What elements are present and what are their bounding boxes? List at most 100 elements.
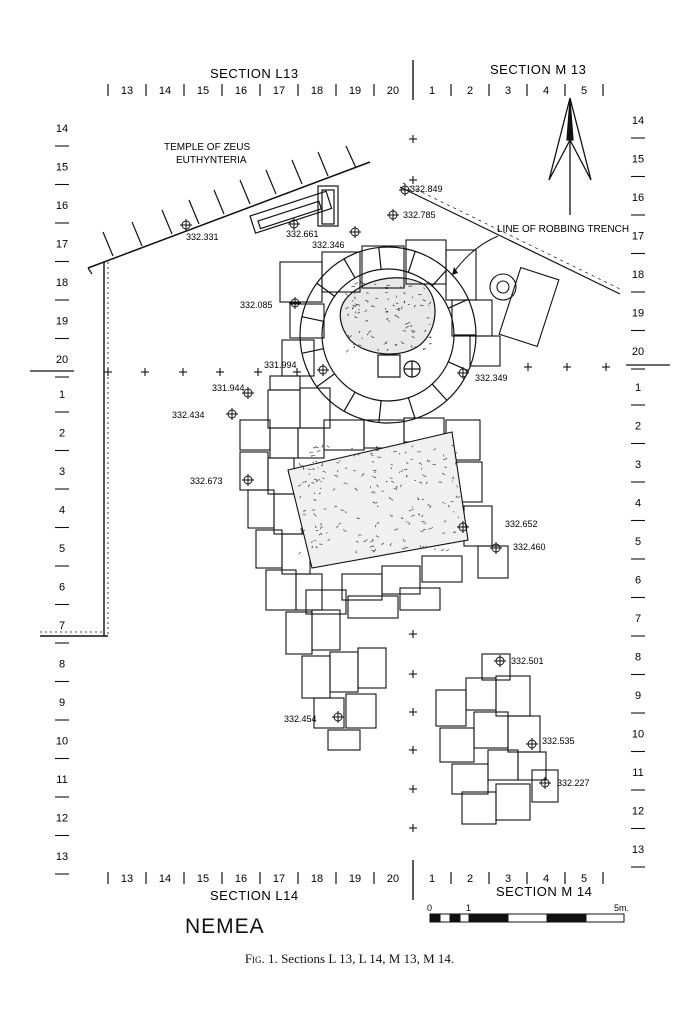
foundation-blocks [239,239,509,751]
robbing-trench-line [399,182,623,295]
elevation-label-e3: 332.331 [186,232,219,242]
top-tick-20: 20 [387,85,399,97]
south-block-group [435,653,559,825]
right-tick-l4: 4 [635,498,641,510]
left-tick-u15: 15 [56,162,68,174]
left-tick-u14: 14 [56,123,68,135]
top-tick-r2: 2 [467,85,473,97]
elevation-label-e16: 332.535 [542,736,575,746]
elevation-marker-e3: 332.331 [180,219,219,242]
elevation-label-e12: 332.652 [505,519,538,529]
column-drum [489,266,560,348]
elevation-label-e11: 332.673 [190,476,223,486]
elevation-label-e6: 332.085 [240,300,273,310]
section-label-top-right: SECTION M 13 [490,62,586,77]
right-tick-u20: 20 [632,346,644,358]
right-tick-l12: 12 [632,806,644,818]
elevation-marker-e14: 332.501 [494,655,544,667]
temple-label: TEMPLE OF ZEUS [164,142,250,153]
right-tick-l2: 2 [635,421,641,433]
temple-euthynteria [87,145,371,275]
left-tick-l9: 9 [59,697,65,709]
figure-caption: Fig. 1. Sections L 13, L 14, M 13, M 14. [0,951,699,967]
right-tick-l10: 10 [632,729,644,741]
bottom-tick-19: 19 [349,873,361,885]
left-tick-l8: 8 [59,659,65,671]
elevation-label-e7: 331.994 [264,360,297,370]
elevation-marker-e5: 332.346 [312,226,361,250]
euthynteria-label: EUTHYNTERIA [176,155,247,166]
right-tick-u18: 18 [632,269,644,281]
right-tick-l8: 8 [635,652,641,664]
top-tick-15: 15 [197,85,209,97]
elevation-marker-e7: 331.994 [264,360,329,376]
right-tick-u17: 17 [632,231,644,243]
left-tick-l2: 2 [59,428,65,440]
top-tick-r4: 4 [543,85,549,97]
left-tick-l5: 5 [59,543,65,555]
left-tick-u20: 20 [56,354,68,366]
right-tick-u14: 14 [632,115,644,127]
elevation-label-e1: 332.849 [410,184,443,194]
bottom-tick-r1: 1 [429,873,435,885]
right-tick-l7: 7 [635,613,641,625]
elevation-marker-e2: 332.785 [387,209,436,221]
right-tick-l11: 11 [632,767,643,779]
elevation-label-e4: 332.661 [286,229,319,239]
left-tick-u18: 18 [56,277,68,289]
right-tick-u19: 19 [632,308,644,320]
right-tick-u15: 15 [632,154,644,166]
right-tick-l9: 9 [635,690,641,702]
right-tick-u16: 16 [632,192,644,204]
right-tick-l13: 13 [632,844,644,856]
scale-bar [429,913,625,923]
right-tick-l1: 1 [635,382,641,394]
bottom-tick-17: 17 [273,873,285,885]
left-tick-u19: 19 [56,316,68,328]
top-tick-13: 13 [121,85,133,97]
elevation-label-e13: 332.460 [513,542,546,552]
elevation-label-e2: 332.785 [403,210,436,220]
left-tick-l7: 7 [59,620,65,632]
section-label-bottom-left: SECTION L14 [210,888,299,903]
right-tick-l5: 5 [635,536,641,548]
grid-crosses [104,135,610,832]
left-tick-l6: 6 [59,582,65,594]
left-tick-l13: 13 [56,851,68,863]
top-tick-r5: 5 [581,85,587,97]
circular-foundation [299,246,477,424]
elevation-label-e9: 332.434 [172,410,205,420]
left-tick-l12: 12 [56,813,68,825]
elevation-label-e14: 332.501 [511,656,544,666]
elevation-marker-e10: 332.349 [457,367,508,383]
bottom-tick-r3: 3 [505,873,511,885]
elevation-marker-e17: 332.227 [539,777,590,789]
bottom-tick-r2: 2 [467,873,473,885]
right-tick-l3: 3 [635,459,641,471]
rubble-fill [287,431,469,569]
elevation-marker-e11: 332.673 [190,474,254,486]
left-tick-l3: 3 [59,466,65,478]
right-tick-l6: 6 [635,575,641,587]
elevation-marker-e16: 332.535 [526,736,575,750]
left-tick-l11: 11 [56,774,67,786]
section-label-top-left: SECTION L13 [210,66,299,81]
site-name: NEMEA [185,915,265,938]
left-tick-l10: 10 [56,736,68,748]
elevation-marker-e15: 332.454 [284,711,344,724]
bottom-tick-15: 15 [197,873,209,885]
elevation-label-e5: 332.346 [312,240,345,250]
section-label-bottom-right: SECTION M 14 [496,884,592,899]
left-tick-l4: 4 [59,505,65,517]
elevation-label-e8: 331.944 [212,383,245,393]
figure-number: Fig. 1. [244,951,278,966]
trench-boundary [40,262,109,637]
elevation-label-e17: 332.227 [557,778,590,788]
elevation-marker-e12: 332.652 [457,519,538,533]
elevation-marker-e1: 332.849 [399,184,443,196]
